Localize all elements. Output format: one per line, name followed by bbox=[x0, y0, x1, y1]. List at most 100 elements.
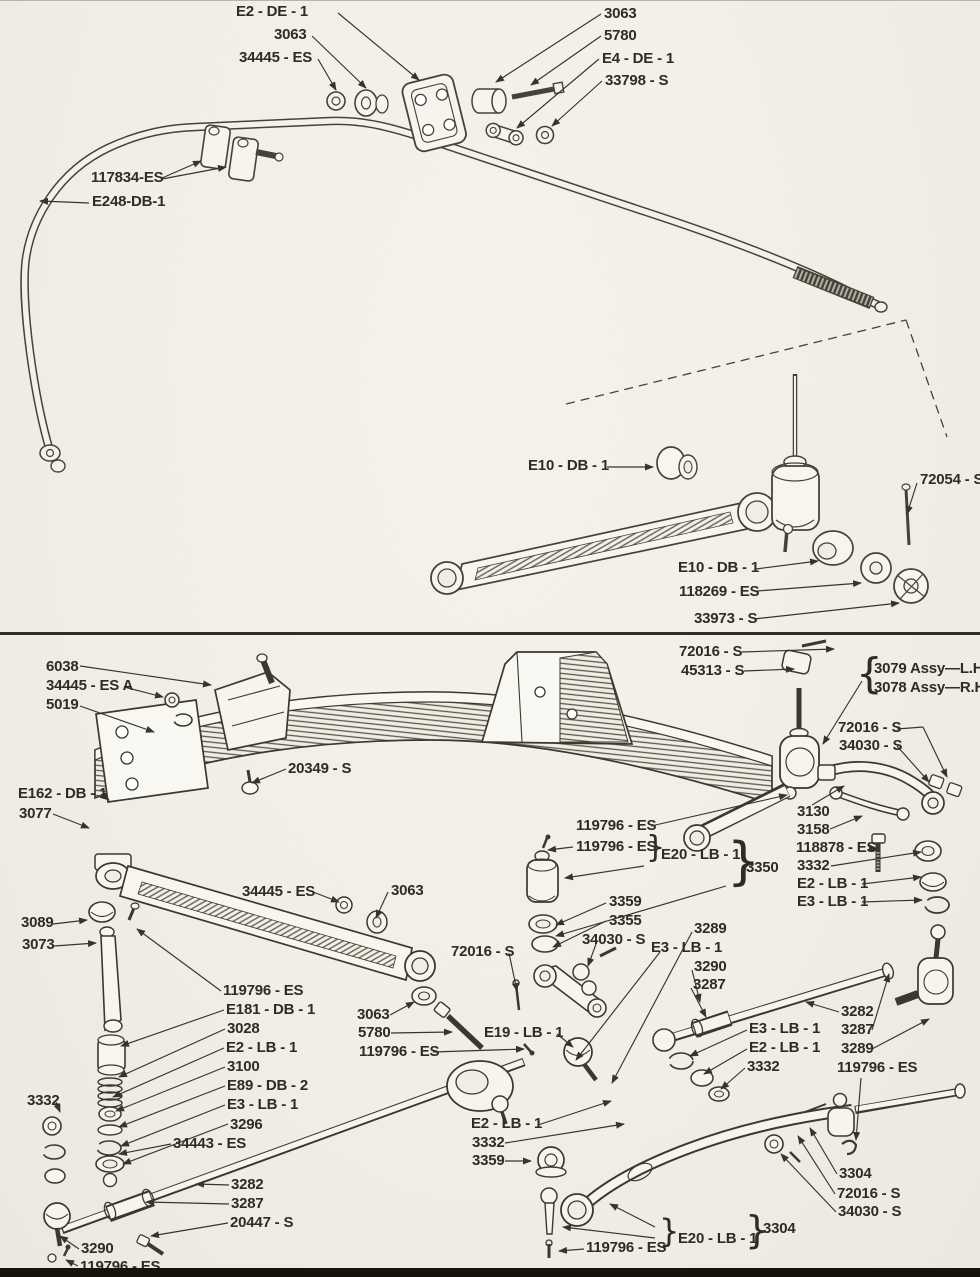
leader-line bbox=[52, 813, 90, 829]
leader-line bbox=[829, 815, 863, 830]
leader-line bbox=[906, 482, 918, 515]
leader-line bbox=[122, 1123, 229, 1165]
leader-line bbox=[743, 665, 795, 673]
leader-line bbox=[317, 58, 337, 91]
leader-line bbox=[115, 1066, 226, 1112]
leader-line bbox=[123, 686, 164, 699]
leader-line bbox=[650, 793, 788, 827]
leader-line bbox=[337, 12, 420, 81]
stabilizer-bar-clamps bbox=[200, 124, 284, 182]
leader-line bbox=[896, 745, 930, 783]
leader-line bbox=[609, 1203, 656, 1228]
leader-line bbox=[547, 845, 574, 853]
leader-line bbox=[65, 1259, 79, 1267]
leader-line bbox=[161, 160, 202, 179]
stabilizer-bar bbox=[20, 116, 888, 473]
leader-line bbox=[558, 1246, 585, 1254]
leader-line bbox=[809, 1127, 838, 1175]
engine-mount-6038 bbox=[164, 653, 291, 752]
leader-line bbox=[691, 969, 702, 1003]
steering-arm-3130-3158 bbox=[817, 761, 963, 821]
leader-line bbox=[312, 891, 340, 903]
leader-line bbox=[552, 920, 607, 948]
leader-line bbox=[611, 931, 693, 1084]
leader-line bbox=[504, 1121, 625, 1144]
leader-line bbox=[562, 1224, 656, 1239]
leader-line bbox=[780, 1153, 837, 1213]
leader-line bbox=[161, 165, 227, 180]
leader-line bbox=[555, 902, 607, 926]
leader-line bbox=[530, 35, 602, 86]
leader-line bbox=[861, 874, 922, 885]
leader-line bbox=[53, 940, 97, 948]
section-divider bbox=[0, 632, 980, 635]
leader-line bbox=[861, 896, 923, 904]
leader-line bbox=[797, 1135, 836, 1195]
dashed-alignment-line bbox=[905, 319, 948, 438]
leader-line bbox=[118, 1085, 226, 1128]
leader-line bbox=[389, 1001, 415, 1016]
leader-line bbox=[896, 726, 924, 730]
leader-line bbox=[871, 973, 891, 1031]
leader-line bbox=[564, 865, 645, 881]
leader-line bbox=[390, 1028, 453, 1036]
leader-line bbox=[720, 1067, 746, 1090]
steering-idler-arm-upper bbox=[430, 374, 929, 604]
leader-line bbox=[112, 1047, 225, 1098]
front-crossmember bbox=[94, 651, 773, 806]
leader-line bbox=[251, 768, 287, 784]
leader-line bbox=[805, 1000, 840, 1013]
leader-line bbox=[811, 785, 845, 806]
idler-arm-lower bbox=[42, 853, 436, 1188]
leader-line bbox=[741, 645, 835, 653]
leader-line bbox=[145, 1198, 230, 1206]
leader-line bbox=[432, 1045, 525, 1053]
leader-line bbox=[555, 885, 727, 938]
leader-line bbox=[537, 1100, 612, 1126]
leader-line bbox=[150, 1222, 229, 1239]
dashed-alignment-line bbox=[565, 319, 907, 405]
leader-line bbox=[922, 726, 948, 778]
leader-line bbox=[118, 1028, 226, 1078]
leader-line bbox=[587, 943, 597, 967]
leader-line bbox=[120, 1009, 225, 1047]
leader-line bbox=[118, 1143, 172, 1156]
leader-line bbox=[853, 1077, 862, 1141]
leader-line bbox=[79, 665, 212, 688]
leader-line bbox=[756, 580, 862, 592]
leader-line bbox=[755, 558, 819, 570]
page-bottom-edge bbox=[0, 1268, 980, 1277]
leader-line bbox=[495, 13, 602, 83]
leader-line bbox=[311, 35, 367, 89]
drag-link-socket-3350 bbox=[512, 834, 617, 1018]
leader-line bbox=[822, 680, 863, 745]
tie-rod-end-3079-3078 bbox=[683, 639, 827, 852]
tie-rod-right bbox=[652, 924, 954, 1102]
leader-line bbox=[689, 1029, 748, 1057]
leader-line bbox=[871, 1018, 930, 1050]
leader-line bbox=[551, 80, 603, 127]
leader-line bbox=[79, 705, 155, 733]
leader-line bbox=[53, 1101, 61, 1113]
leader-line bbox=[375, 891, 389, 919]
leader-line bbox=[575, 951, 661, 1061]
leader-line bbox=[59, 1235, 80, 1250]
leader-line bbox=[195, 1180, 230, 1188]
center-anchor bbox=[411, 986, 598, 1125]
leader-line bbox=[120, 1104, 226, 1147]
stabilizer-link-hardware bbox=[326, 73, 565, 153]
leader-line bbox=[868, 844, 878, 852]
leader-line bbox=[39, 197, 90, 205]
leader-line bbox=[703, 1048, 748, 1075]
leader-line bbox=[100, 792, 110, 801]
leader-line bbox=[753, 600, 900, 620]
leader-line bbox=[830, 849, 922, 867]
leader-line bbox=[690, 987, 707, 1018]
leader-line bbox=[516, 58, 600, 129]
leader-line bbox=[556, 1033, 574, 1048]
drag-link-bottom bbox=[535, 1083, 966, 1258]
leader-line bbox=[136, 928, 222, 992]
leader-line bbox=[52, 917, 88, 925]
